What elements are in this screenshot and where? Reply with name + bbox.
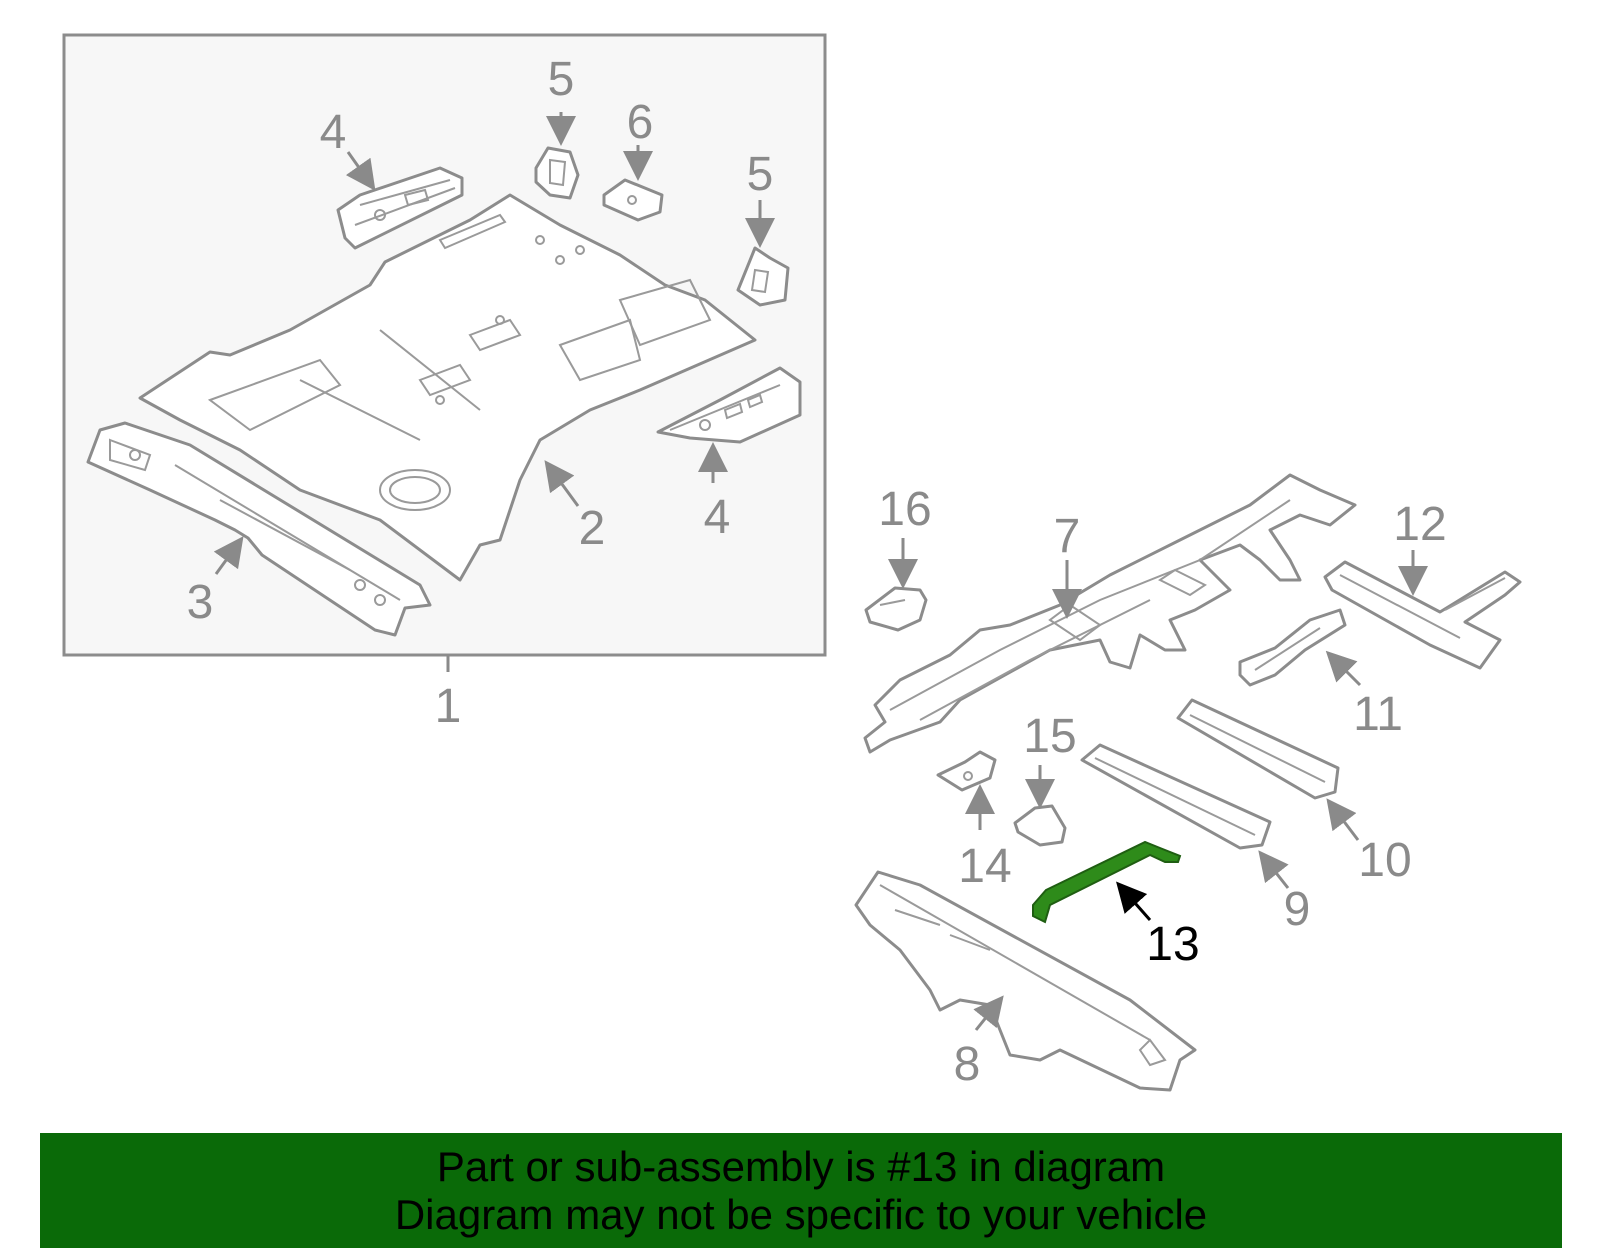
part-3-rear-crossmember[interactable] [86, 421, 432, 637]
callout-3: 3 [187, 576, 214, 629]
callout-13: 13 [1146, 918, 1199, 971]
part-11-bracket[interactable] [1238, 608, 1347, 687]
banner-line-1: Part or sub-assembly is #13 in diagram [436, 1143, 1166, 1190]
info-banner: Part or sub-assembly is #13 in diagram D… [40, 1133, 1562, 1248]
callout-6: 6 [627, 96, 654, 149]
part-4-right-bracket[interactable] [656, 366, 802, 444]
part-15-mount[interactable] [1013, 804, 1067, 847]
part-10-crossmember[interactable] [1176, 698, 1340, 800]
callout-10: 10 [1358, 834, 1411, 887]
callout-11: 11 [1353, 688, 1403, 741]
part-5-mount-right[interactable] [736, 246, 790, 307]
callout-4-right: 4 [704, 491, 731, 544]
part-7-side-member[interactable] [863, 473, 1357, 754]
callout-16: 16 [878, 483, 931, 536]
part-14-bracket[interactable] [936, 750, 997, 792]
part-2-rear-floor-pan[interactable] [138, 193, 757, 582]
callout-4-left: 4 [320, 106, 347, 159]
callout-1: 1 [435, 680, 462, 733]
callout-15: 15 [1023, 710, 1076, 763]
part-9-crossmember[interactable] [1080, 743, 1272, 850]
banner-line-2: Diagram may not be specific to your vehi… [394, 1191, 1208, 1238]
callout-8: 8 [954, 1038, 981, 1091]
callout-14: 14 [958, 840, 1011, 893]
part-16-bracket[interactable] [864, 586, 928, 632]
callout-5-right: 5 [747, 148, 774, 201]
part-13-highlighted-crossmember[interactable] [1032, 840, 1182, 924]
parts-diagram: 1 2 3 4 4 5 5 6 7 8 9 10 11 12 13 14 15 … [62, 33, 1522, 1092]
part-5-mount-upper[interactable] [534, 146, 580, 200]
part-8-rear-crossmember[interactable] [854, 870, 1197, 1092]
callout-2: 2 [579, 502, 606, 555]
callout-5-top: 5 [548, 53, 575, 106]
callout-7: 7 [1054, 510, 1081, 563]
callout-9: 9 [1284, 883, 1311, 936]
part-12-crossmember[interactable] [1323, 560, 1522, 670]
callout-12: 12 [1393, 498, 1446, 551]
